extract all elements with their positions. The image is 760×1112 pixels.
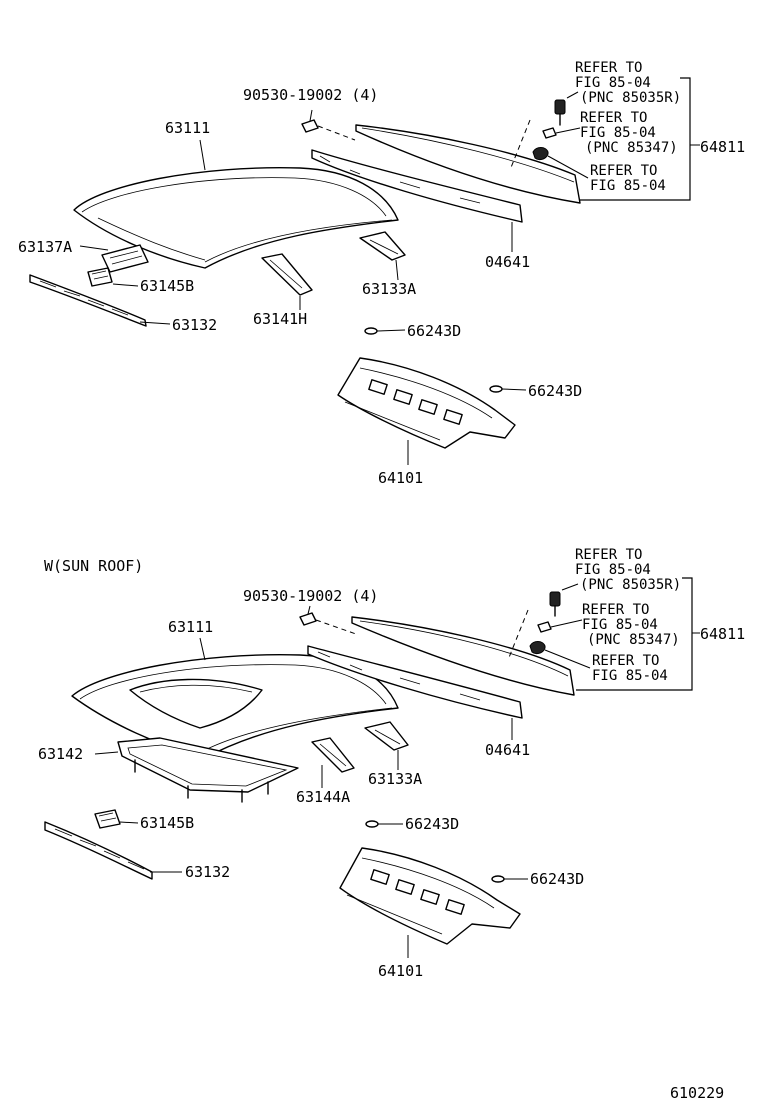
bolt-part [301,109,356,141]
bracket-b-label: 63145B [140,277,194,295]
plug-2-label: 66243D [528,382,582,400]
shelf-label: 64101 [378,469,423,487]
shelf-label-2: 64101 [378,962,423,980]
group-label: 64811 [700,138,745,156]
plug-1-label: 66243D [407,322,461,340]
refer-b-line3-2: (PNC 85347) [587,632,680,648]
header-part-2 [44,821,182,880]
package-tray [337,357,516,465]
figure-code: 610229 [670,1084,724,1102]
bow-b-part-2 [364,721,409,770]
plug-2-part-2 [491,875,505,883]
refer-b-line2-2: FIG 85-04 [582,617,658,633]
refer-b-line1-2: REFER TO [582,602,649,618]
bow-a-label-2: 63144A [296,788,350,806]
plug-1-part [364,327,378,335]
bracket-b-label-2: 63145B [140,814,194,832]
plug-1-part-2 [365,820,379,828]
panel-a-part [79,244,149,273]
refer-b-line2: FIG 85-04 [580,125,656,141]
rear-rail [311,149,523,252]
package-tray-2 [339,847,521,958]
sunroof-frame [94,737,299,803]
section-title: W(SUN ROOF) [44,557,143,575]
refer-c-line1: REFER TO [590,163,657,179]
refer-a-line3: (PNC 85035R) [580,90,681,106]
bolt-part-2 [299,605,357,635]
rear-garnish-2 [351,609,575,696]
bow-a-part [359,231,406,281]
refer-c-line1-2: REFER TO [592,653,659,669]
roof-panel [73,139,399,269]
header-part [29,274,171,327]
bow-b-label-2: 63133A [368,770,422,788]
clip-parts [532,91,589,179]
plug-1-label-2: 66243D [405,815,459,833]
rear-garnish [355,119,581,204]
rear-rail-label: 04641 [485,253,530,271]
refer-b-line1: REFER TO [580,110,647,126]
group-bracket-line [580,77,691,201]
roof-panel-sunroof [71,637,399,759]
bow-a-label: 63133A [362,280,416,298]
plug-2-label-2: 66243D [530,870,584,888]
refer-b-line3: (PNC 85347) [585,140,678,156]
refer-c-line2: FIG 85-04 [590,178,666,194]
bow-h-part [261,253,313,310]
header-label-2: 63132 [185,863,230,881]
plug-2-part [489,385,503,393]
bracket-b-part [87,267,139,287]
group-bracket-line-2 [576,577,693,691]
roof-panel-label: 63111 [165,119,210,137]
rear-rail-label-2: 04641 [485,741,530,759]
bow-a-part-2 [311,737,355,788]
refer-a-line2-2: FIG 85-04 [575,562,651,578]
refer-c-line2-2: FIG 85-04 [592,668,668,684]
refer-a-line3-2: (PNC 85035R) [580,577,681,593]
group-label-2: 64811 [700,625,745,643]
bow-h-label: 63141H [253,310,307,328]
header-label: 63132 [172,316,217,334]
section-standard-roof: 90530-19002 (4) 63111 REFER TO FIG 85-04… [18,60,745,487]
bolt-label-2: 90530-19002 (4) [243,587,378,605]
clip-parts-2 [529,583,591,669]
bracket-b-part-2 [94,809,139,829]
bolt-label: 90530-19002 (4) [243,86,378,104]
roof-panel-label-2: 63111 [168,618,213,636]
refer-a-line2: FIG 85-04 [575,75,651,91]
frame-label: 63142 [38,745,83,763]
refer-a-line1: REFER TO [575,60,642,76]
rear-rail-2 [307,645,523,740]
panel-a-label: 63137A [18,238,72,256]
refer-a-line1-2: REFER TO [575,547,642,563]
section-sunroof: W(SUN ROOF) 90530-19002 (4) 63111 REFER … [38,547,745,980]
